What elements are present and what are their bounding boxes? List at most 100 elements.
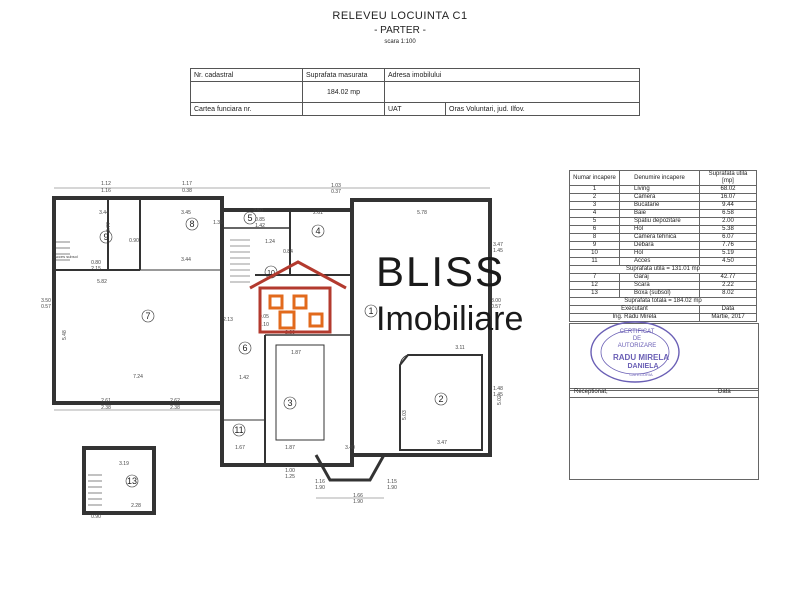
scale-label: scara 1:100 bbox=[384, 39, 416, 45]
dim-label: 3.44 bbox=[181, 257, 191, 263]
stamp-line4: RADU MIRELA bbox=[613, 353, 669, 362]
dim-label: 5.82 bbox=[97, 279, 107, 285]
carte-funciara-label: Cartea funciara nr. bbox=[190, 102, 303, 116]
page-title: RELEVEU LOCUINTA C1 bbox=[332, 10, 468, 22]
room-6-label: 6 bbox=[238, 341, 252, 355]
dim-label: 1.03 bbox=[331, 183, 341, 189]
dim-label: 1.90 bbox=[387, 485, 397, 491]
dim-label: 0.90 bbox=[129, 238, 139, 244]
dim-label: 0.05 bbox=[259, 314, 269, 320]
room-area: 42.77 bbox=[699, 273, 757, 282]
uat-value: Oras Voluntari, jud. Ilfov. bbox=[445, 102, 640, 116]
dim-label: 0.57 bbox=[491, 304, 501, 310]
room-number: 8 bbox=[569, 233, 620, 242]
rooms-table: Numar incapere Denumire incapere Suprafa… bbox=[569, 170, 757, 322]
room-number: 5 bbox=[569, 217, 620, 226]
dim-label: 1.67 bbox=[235, 445, 245, 451]
room-number: 3 bbox=[569, 201, 620, 210]
dim-label: 2.62 bbox=[170, 398, 180, 404]
room-name: Living bbox=[619, 185, 700, 194]
dim-label: 2.15 bbox=[91, 266, 101, 272]
dim-label: 1.15 bbox=[387, 479, 397, 485]
dim-label: 1.00 bbox=[285, 468, 295, 474]
svg-text:5: 5 bbox=[247, 213, 252, 223]
room-5-label: 5 bbox=[243, 211, 257, 225]
dim-label: 0.38 bbox=[182, 188, 192, 194]
room-4-label: 4 bbox=[311, 224, 325, 238]
watermark-word-imobiliare: Imobiliare bbox=[376, 300, 524, 338]
boxa-subsol bbox=[82, 446, 156, 515]
room-13-label: 13 bbox=[125, 474, 139, 488]
dim-label: 0.37 bbox=[331, 189, 341, 195]
room-2-label: 2 bbox=[434, 392, 448, 406]
dim-label: 0.80 bbox=[91, 260, 101, 266]
room-number: 9 bbox=[569, 241, 620, 250]
room-number: 11 bbox=[569, 257, 620, 266]
dim-label: 2.50 bbox=[253, 208, 263, 214]
house-logo-icon bbox=[249, 260, 347, 334]
floor-plan: 1 2 3 4 5 6 7 8 9 10 11 13 1.12 1.16 1.1… bbox=[41, 181, 503, 520]
room-8-label: 8 bbox=[185, 217, 199, 231]
room-number: 10 bbox=[569, 249, 620, 258]
dim-label: 1.66 bbox=[353, 493, 363, 499]
authorization-stamp: CERTIFICAT DE AUTORIZARE RADU MIRELA DAN… bbox=[590, 321, 680, 383]
stamp-area bbox=[569, 323, 759, 391]
dim-label: 1.48 bbox=[493, 386, 503, 392]
room-area: 2.00 bbox=[699, 217, 757, 226]
room-name: Debara bbox=[619, 241, 700, 250]
receptionat-date-label: Data bbox=[718, 389, 731, 395]
room-area: 6.07 bbox=[699, 233, 757, 242]
dim-label: 3.47 bbox=[437, 440, 447, 446]
svg-text:10: 10 bbox=[267, 270, 275, 277]
dim-label: 1.87 bbox=[285, 445, 295, 451]
svg-text:3: 3 bbox=[287, 398, 292, 408]
executant-date-label: Data bbox=[699, 305, 757, 314]
stamp-line6: CATEGORIA bbox=[629, 372, 653, 377]
room-3-label: 3 bbox=[283, 396, 297, 410]
room-area: 5.38 bbox=[699, 225, 757, 234]
dim-label: 1.16 bbox=[315, 479, 325, 485]
dim-label: 1.42 bbox=[239, 375, 249, 381]
wall-right-block bbox=[350, 198, 492, 457]
stamp-line5: DANIELA bbox=[627, 363, 658, 370]
dim-label: 2.38 bbox=[170, 405, 180, 411]
room-area: 8.02 bbox=[699, 289, 757, 298]
col-suprafata: Suprafata utila [mp] bbox=[699, 170, 757, 186]
dim-label: 5.48 bbox=[62, 330, 68, 340]
room-area: 2.22 bbox=[699, 281, 757, 290]
room-name: Garaj bbox=[619, 273, 700, 282]
dim-label: 1.12 bbox=[101, 181, 111, 187]
dim-label: 2.10 bbox=[259, 322, 269, 328]
stamp-line3: AUTORIZARE bbox=[618, 343, 657, 349]
dim-label: 3.45 bbox=[181, 210, 191, 216]
dim-label: 1.16 bbox=[101, 188, 111, 194]
stamp-line2: DE bbox=[633, 336, 641, 342]
dim-label: 3.00 bbox=[491, 298, 501, 304]
col-denumire: Denumire incapere bbox=[619, 170, 700, 186]
svg-text:7: 7 bbox=[145, 311, 150, 321]
dim-label: 2.61 bbox=[313, 210, 323, 216]
subtotal-util: Suprafata utila = 131.01 mp bbox=[569, 265, 757, 274]
receptionat-label: Receptionat, bbox=[574, 389, 608, 395]
dim-label: 7.24 bbox=[133, 374, 143, 380]
room-name: Hol bbox=[619, 249, 700, 258]
dim-label: 3.50 bbox=[41, 298, 51, 304]
dim-label: 3.44 bbox=[99, 210, 109, 216]
room-11-label: 11 bbox=[232, 423, 246, 437]
svg-text:2: 2 bbox=[438, 394, 443, 404]
room-area: 4.50 bbox=[699, 257, 757, 266]
room-1-label: 1 bbox=[364, 304, 378, 318]
dim-label: 0.90 bbox=[91, 514, 101, 520]
dim-label: 5.03 bbox=[402, 410, 408, 420]
dim-label: 3.47 bbox=[493, 242, 503, 248]
dim-label: 3.19 bbox=[119, 461, 129, 467]
dim-label: 1.42 bbox=[255, 223, 265, 229]
room-number: 4 bbox=[569, 209, 620, 218]
room-area: 68.02 bbox=[699, 185, 757, 194]
